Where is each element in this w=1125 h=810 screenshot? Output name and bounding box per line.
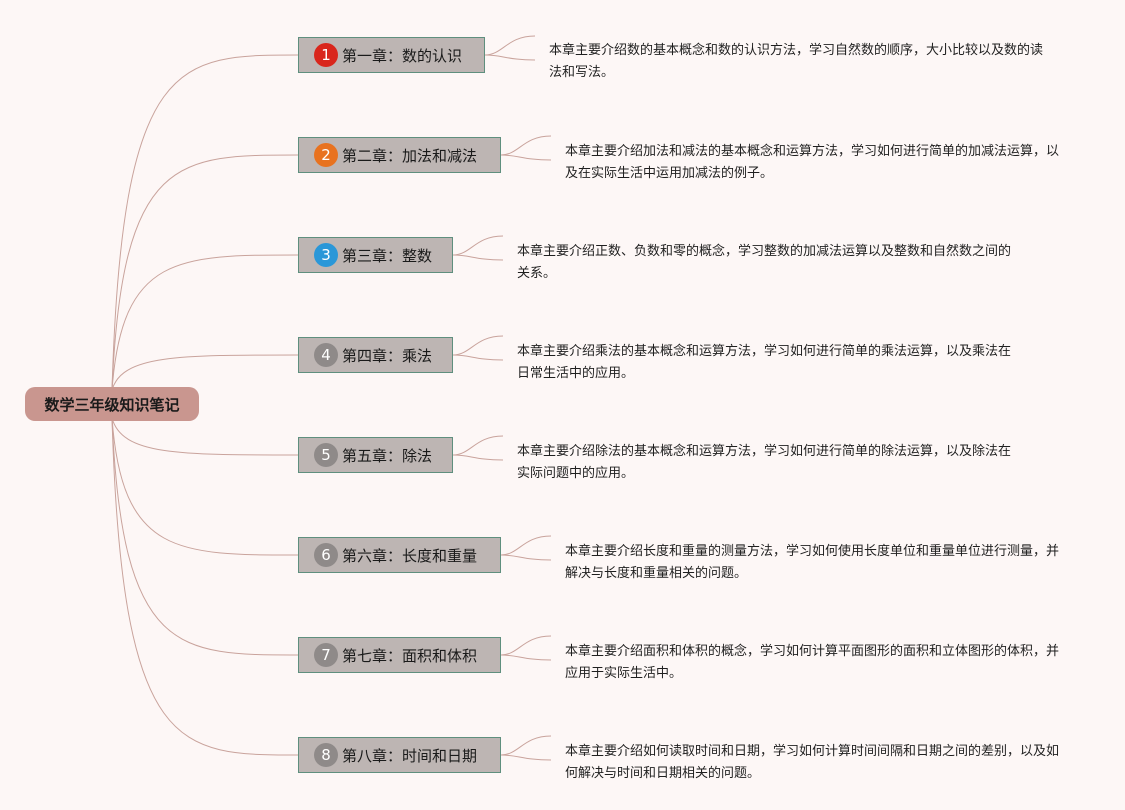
chapter-description-2: 本章主要介绍加法和减法的基本概念和运算方法，学习如何进行简单的加减法运算，以及在… (565, 144, 1060, 181)
root-connector-2 (111, 154, 299, 391)
number-badge-4: 4 (314, 343, 338, 367)
chapter-description-6: 本章主要介绍长度和重量的测量方法，学习如何使用长度单位和重量单位进行测量，并解决… (565, 544, 1060, 581)
desc-connector-lower-5 (452, 454, 504, 461)
chapter-description-5: 本章主要介绍除法的基本概念和运算方法，学习如何进行简单的除法运算，以及除法在实际… (517, 444, 1012, 481)
desc-connector-upper-7 (500, 635, 552, 656)
number-badge-5: 5 (314, 443, 338, 467)
root-connector-6 (111, 417, 299, 556)
desc-connector-lower-6 (500, 554, 552, 561)
chapter-topic-1[interactable]: 1 第一章：数的认识 (298, 37, 485, 73)
chapter-title: 第一章：数的认识 (342, 46, 463, 65)
root-connector-7 (111, 417, 299, 656)
desc-connector-lower-1 (484, 54, 536, 61)
desc-connector-lower-7 (500, 654, 552, 661)
chapter-description-8: 本章主要介绍如何读取时间和日期，学习如何计算时间间隔和日期之间的差别，以及如何解… (565, 744, 1060, 781)
chapter-topic-6[interactable]: 6 第六章：长度和重量 (298, 537, 501, 573)
root-topic[interactable]: 数学三年级知识笔记 (25, 387, 199, 421)
number-badge-1: 1 (314, 43, 338, 67)
number-badge-2: 2 (314, 143, 338, 167)
chapter-title: 第六章：长度和重量 (342, 546, 478, 565)
desc-connector-upper-2 (500, 135, 552, 156)
desc-connector-lower-4 (452, 354, 504, 361)
desc-connector-lower-8 (500, 754, 552, 761)
desc-connector-upper-1 (484, 35, 536, 56)
number-badge-6: 6 (314, 543, 338, 567)
chapter-title: 第四章：乘法 (342, 346, 433, 365)
root-connector-3 (111, 254, 299, 391)
desc-connector-lower-2 (500, 154, 552, 161)
chapter-topic-3[interactable]: 3 第三章：整数 (298, 237, 453, 273)
chapter-description-7: 本章主要介绍面积和体积的概念，学习如何计算平面图形的面积和立体图形的体积，并应用… (565, 644, 1060, 681)
root-topic-label: 数学三年级知识笔记 (44, 395, 180, 414)
number-badge-8: 8 (314, 743, 338, 767)
chapter-topic-8[interactable]: 8 第八章：时间和日期 (298, 737, 501, 773)
number-badge-3: 3 (314, 243, 338, 267)
chapter-topic-4[interactable]: 4 第四章：乘法 (298, 337, 453, 373)
desc-connector-lower-3 (452, 254, 504, 261)
root-connector-4 (111, 354, 299, 391)
desc-connector-upper-3 (452, 235, 504, 256)
chapter-topic-7[interactable]: 7 第七章：面积和体积 (298, 637, 501, 673)
chapter-topic-5[interactable]: 5 第五章：除法 (298, 437, 453, 473)
number-badge-7: 7 (314, 643, 338, 667)
root-connector-5 (111, 417, 299, 456)
chapter-title: 第八章：时间和日期 (342, 746, 478, 765)
desc-connector-upper-4 (452, 335, 504, 356)
chapter-description-1: 本章主要介绍数的基本概念和数的认识方法，学习自然数的顺序，大小比较以及数的读法和… (549, 43, 1044, 80)
root-connector-1 (111, 54, 299, 391)
desc-connector-upper-5 (452, 435, 504, 456)
chapter-description-3: 本章主要介绍正数、负数和零的概念，学习整数的加减法运算以及整数和自然数之间的关系… (517, 244, 1012, 281)
desc-connector-upper-8 (500, 735, 552, 756)
chapter-title: 第三章：整数 (342, 246, 433, 265)
chapter-description-4: 本章主要介绍乘法的基本概念和运算方法，学习如何进行简单的乘法运算，以及乘法在日常… (517, 344, 1012, 381)
root-connector-8 (111, 417, 299, 756)
chapter-title: 第七章：面积和体积 (342, 646, 478, 665)
chapter-topic-2[interactable]: 2 第二章：加法和减法 (298, 137, 501, 173)
desc-connector-upper-6 (500, 535, 552, 556)
chapter-title: 第二章：加法和减法 (342, 146, 478, 165)
chapter-title: 第五章：除法 (342, 446, 433, 465)
